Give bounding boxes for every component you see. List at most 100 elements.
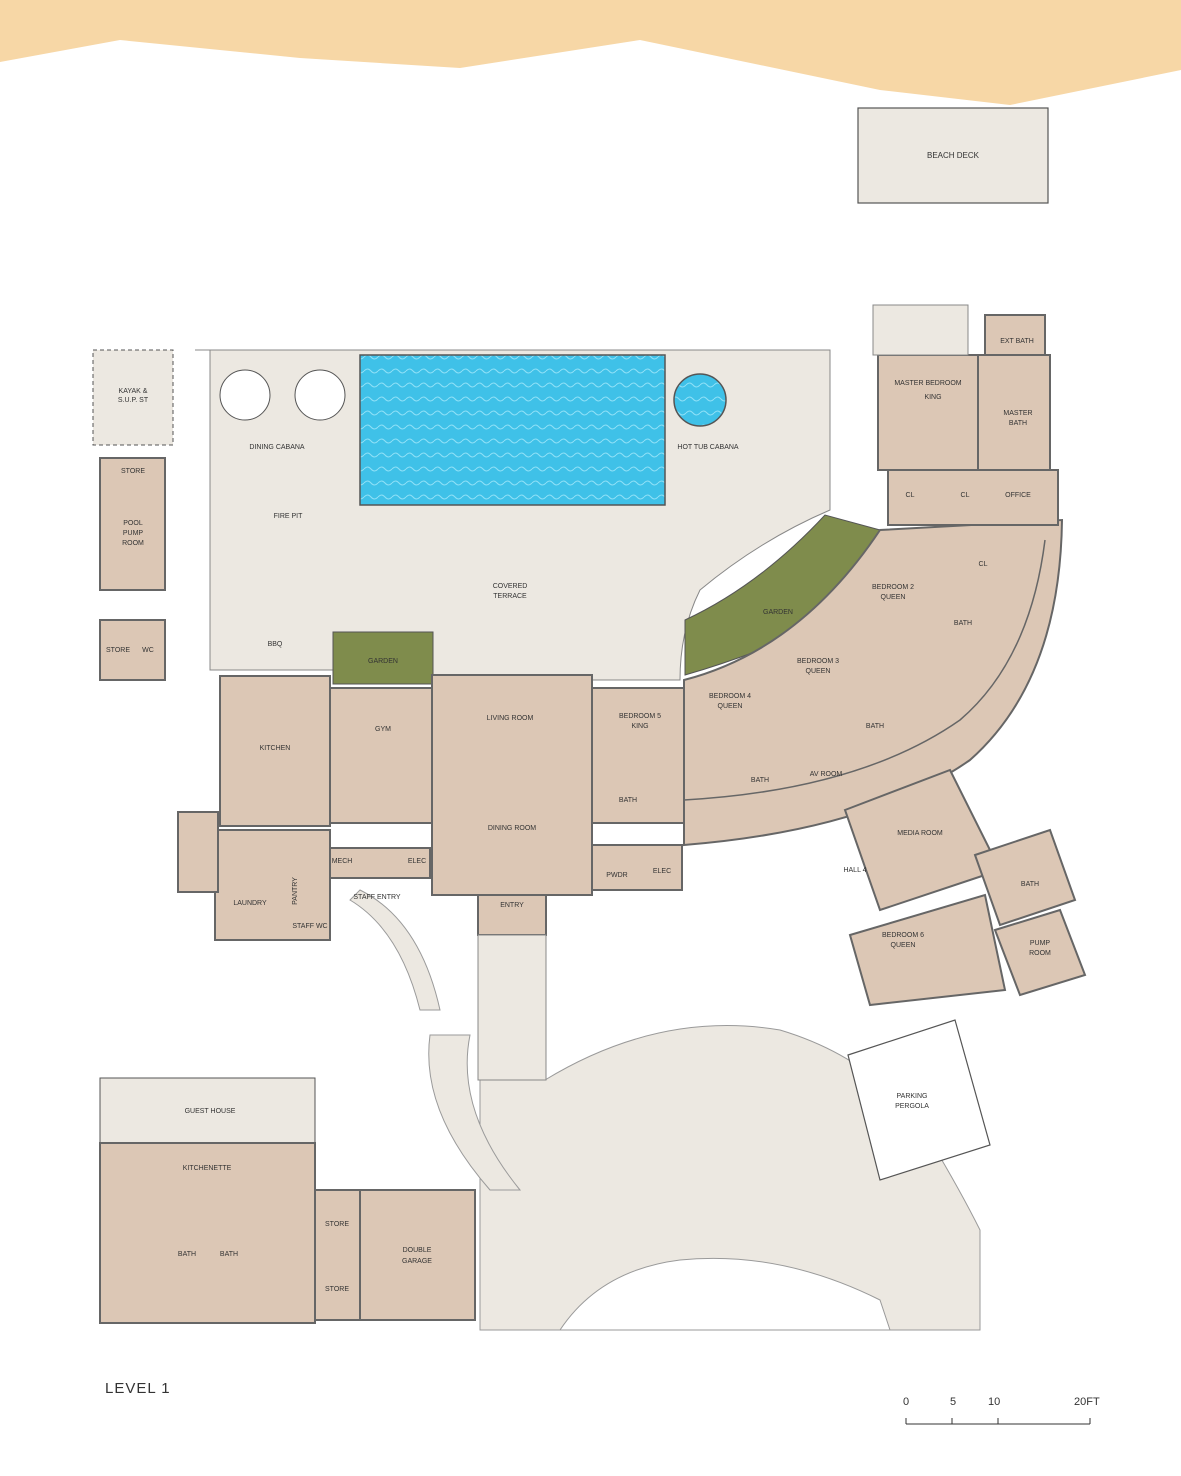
- parking-pergola: [847, 1019, 991, 1181]
- scale-label-10: 10: [988, 1396, 1001, 1408]
- ext-bath: [984, 314, 1046, 356]
- scale-label-0: 0: [903, 1396, 910, 1408]
- master-bedroom: [877, 354, 979, 471]
- garden-front: [332, 631, 434, 685]
- pwdr: [591, 844, 683, 891]
- scale-label-5: 5: [950, 1396, 957, 1408]
- label-pool-pump-3: ROOM: [122, 540, 144, 547]
- guest-house: [99, 1142, 316, 1324]
- label-parking-pergola-1: PARKING: [897, 1093, 928, 1100]
- pool: [359, 354, 666, 506]
- hot-tub: [673, 373, 727, 427]
- label-kayak-1: KAYAK &: [119, 388, 148, 395]
- mech-elec: [329, 847, 431, 879]
- living-dining: [431, 674, 593, 896]
- label-hot-tub-cabana: HOT TUB CABANA: [677, 444, 739, 451]
- label-bath-b4: BATH: [751, 777, 769, 784]
- main-terrace: [195, 349, 831, 681]
- label-double-garage-1: DOUBLE: [403, 1247, 432, 1254]
- label-pantry: PANTRY: [292, 877, 299, 905]
- label-guest-house: GUEST HOUSE: [185, 1108, 236, 1115]
- label-elec-2: ELEC: [653, 868, 671, 875]
- label-master-bath-1: MASTER: [1003, 410, 1032, 417]
- label-store-3: STORE: [325, 1221, 349, 1228]
- label-kayak-2: S.U.P. ST: [118, 397, 149, 404]
- dining-table-1: [219, 369, 271, 421]
- label-laundry: LAUNDRY: [233, 900, 267, 907]
- label-garden-1: GARDEN: [368, 658, 398, 665]
- label-bedroom3-2: QUEEN: [806, 668, 831, 675]
- label-office: OFFICE: [1005, 492, 1031, 499]
- label-fire-pit: FIRE PIT: [274, 513, 304, 520]
- label-cl-2: CL: [961, 492, 970, 499]
- closets-office: [887, 469, 1059, 526]
- label-media-room: MEDIA ROOM: [897, 830, 943, 837]
- label-av-room: AV ROOM: [810, 771, 843, 778]
- label-wc: WC: [142, 647, 154, 654]
- master-terrace: [872, 304, 969, 356]
- label-bath-b2: BATH: [954, 620, 972, 627]
- scale-bar: [905, 1418, 1091, 1425]
- gym: [329, 687, 436, 824]
- label-pump-room-2: ROOM: [1029, 950, 1051, 957]
- label-beach-deck: BEACH DECK: [927, 151, 980, 160]
- label-bbq: BBQ: [268, 641, 283, 648]
- pump-room: [993, 908, 1087, 997]
- label-parking-pergola-2: PERGOLA: [895, 1103, 929, 1110]
- label-pump-room-1: PUMP: [1030, 940, 1051, 947]
- label-bath-g1: BATH: [178, 1251, 196, 1258]
- entry: [477, 894, 547, 936]
- label-bedroom5-1: BEDROOM 5: [619, 713, 661, 720]
- label-bath-b5: BATH: [619, 797, 637, 804]
- staff-path: [349, 889, 441, 1011]
- label-store-1: STORE: [121, 468, 145, 475]
- label-bedroom2-1: BEDROOM 2: [872, 584, 914, 591]
- room-labels: BEACH DECK KAYAK & S.U.P. ST STORE POOL …: [106, 151, 1051, 1293]
- entry-walk: [477, 934, 547, 1081]
- store-wc: [99, 619, 166, 681]
- curved-bedroom-wing: [683, 518, 1064, 847]
- label-bedroom4-2: QUEEN: [718, 703, 743, 710]
- label-king: KING: [924, 394, 941, 401]
- label-cl-1: CL: [906, 492, 915, 499]
- curved-corridor: [683, 539, 1046, 801]
- label-pwdr: PWDR: [606, 872, 627, 879]
- label-cl-b2: CL: [979, 561, 988, 568]
- bedroom-5: [591, 687, 685, 824]
- label-bath-b6: BATH: [1021, 881, 1039, 888]
- label-bedroom3-1: BEDROOM 3: [797, 658, 839, 665]
- label-pool-pump-2: PUMP: [123, 530, 144, 537]
- label-living-room: LIVING ROOM: [487, 715, 534, 722]
- label-staff-entry: STAFF ENTRY: [353, 894, 401, 901]
- label-entry: ENTRY: [500, 902, 524, 909]
- scale-label-20ft: 20FT: [1074, 1396, 1100, 1408]
- label-bath-b3: BATH: [866, 723, 884, 730]
- label-bath-g2: BATH: [220, 1251, 238, 1258]
- label-master-bedroom: MASTER BEDROOM: [894, 380, 961, 387]
- label-kitchen: KITCHEN: [260, 745, 291, 752]
- label-elec-1: ELEC: [408, 858, 426, 865]
- bath-6: [973, 828, 1077, 927]
- driveway-inner-bed: [559, 1257, 891, 1331]
- beach-deck: [857, 107, 1049, 204]
- double-garage: [359, 1189, 476, 1321]
- label-kitchenette: KITCHENETTE: [183, 1165, 232, 1172]
- walkway-path: [428, 1034, 522, 1191]
- label-double-garage-2: GARAGE: [402, 1258, 432, 1265]
- label-mech: MECH: [332, 858, 353, 865]
- label-bedroom6-1: BEDROOM 6: [882, 932, 924, 939]
- kayak-store: [92, 349, 174, 446]
- label-bedroom6-2: QUEEN: [891, 942, 916, 949]
- label-pool-pump-1: POOL: [123, 520, 143, 527]
- label-bedroom2-2: QUEEN: [881, 594, 906, 601]
- label-ext-bath: EXT BATH: [1000, 338, 1034, 345]
- label-store-4: STORE: [325, 1286, 349, 1293]
- label-staff-wc: STAFF WC: [292, 923, 327, 930]
- label-gym: GYM: [375, 726, 391, 733]
- label-hall: HALL 4: [843, 867, 866, 874]
- beach-sand: [0, 0, 1181, 105]
- label-covered-terrace-2: TERRACE: [493, 593, 527, 600]
- label-dining-cabana: DINING CABANA: [249, 444, 305, 451]
- label-garden-2: GARDEN: [763, 609, 793, 616]
